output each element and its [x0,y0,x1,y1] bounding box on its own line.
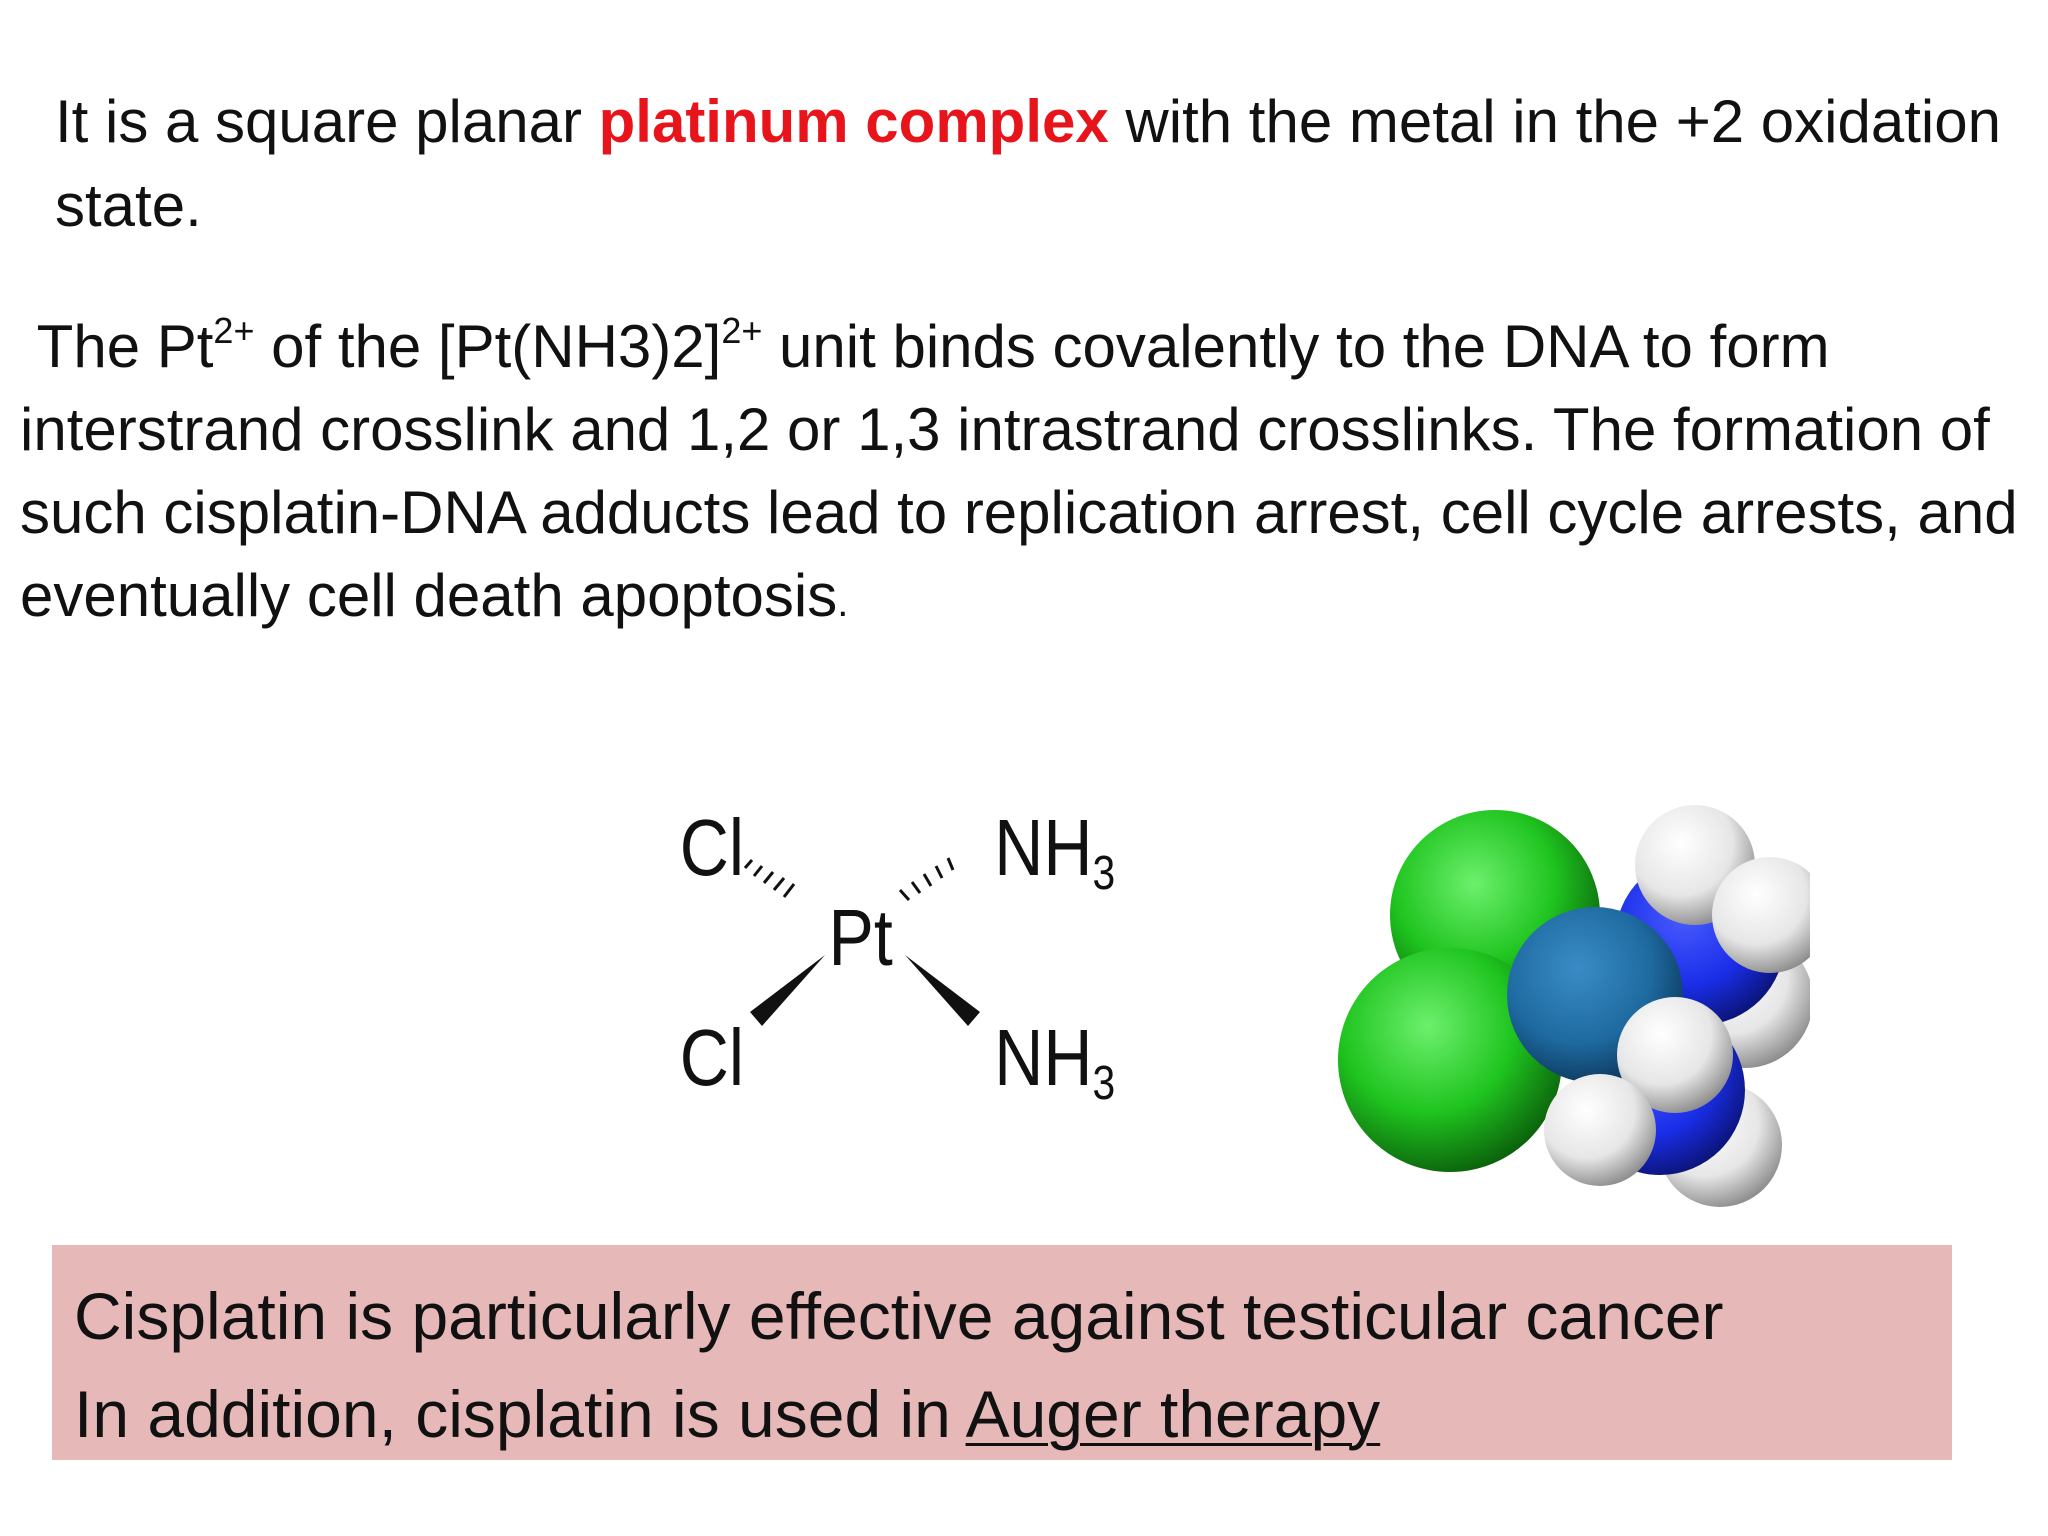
mechanism-charge-1: 2+ [213,310,255,351]
mechanism-period: . [837,581,849,625]
wedge-bond-cl [750,955,825,1026]
nh3-bottom-label: NH3 [994,1013,1115,1110]
hydrogen-atom [1712,857,1810,973]
cisplatin-structural-formula: Cl NH3 Pt Cl NH3 [680,803,1115,1110]
mechanism-charge-2: 2+ [721,310,763,351]
hashed-bond-nh3 [898,857,955,902]
hashed-bond-cl [743,859,796,898]
callout-line-2: In addition, cisplatin is used in Auger … [74,1365,1930,1463]
wedge-bond-nh3 [905,955,980,1026]
auger-therapy-link[interactable]: Auger therapy [965,1377,1381,1451]
nh3-top-label: NH3 [994,803,1115,900]
hydrogen-atom [1544,1074,1656,1186]
intro-highlight: platinum complex [598,88,1109,155]
intro-paragraph: It is a square planar platinum complex w… [55,80,2015,248]
callout-box: Cisplatin is particularly effective agai… [52,1245,1952,1460]
mechanism-paragraph: The Pt2+ of the [Pt(NH3)2]2+ unit binds … [20,305,2030,645]
intro-prefix: It is a square planar [55,88,599,155]
mechanism-part3: unit binds covalently to the DNA to form… [20,313,2018,629]
pt-label: Pt [829,893,894,982]
hydrogen-atom [1617,997,1733,1113]
callout-line-2-prefix: In addition, cisplatin is used in [74,1377,966,1451]
cl-top-label: Cl [680,803,744,892]
cl-bottom-label: Cl [680,1013,744,1102]
mechanism-part1: The Pt [36,313,214,380]
intro-suffix: with the metal in the +2 oxidation state… [55,88,2001,239]
callout-line-1: Cisplatin is particularly effective agai… [74,1279,1724,1353]
cisplatin-space-filling-model [1338,805,1810,1207]
mechanism-part2: of the [Pt(NH3)2] [254,313,722,380]
chlorine-atom [1338,948,1562,1172]
